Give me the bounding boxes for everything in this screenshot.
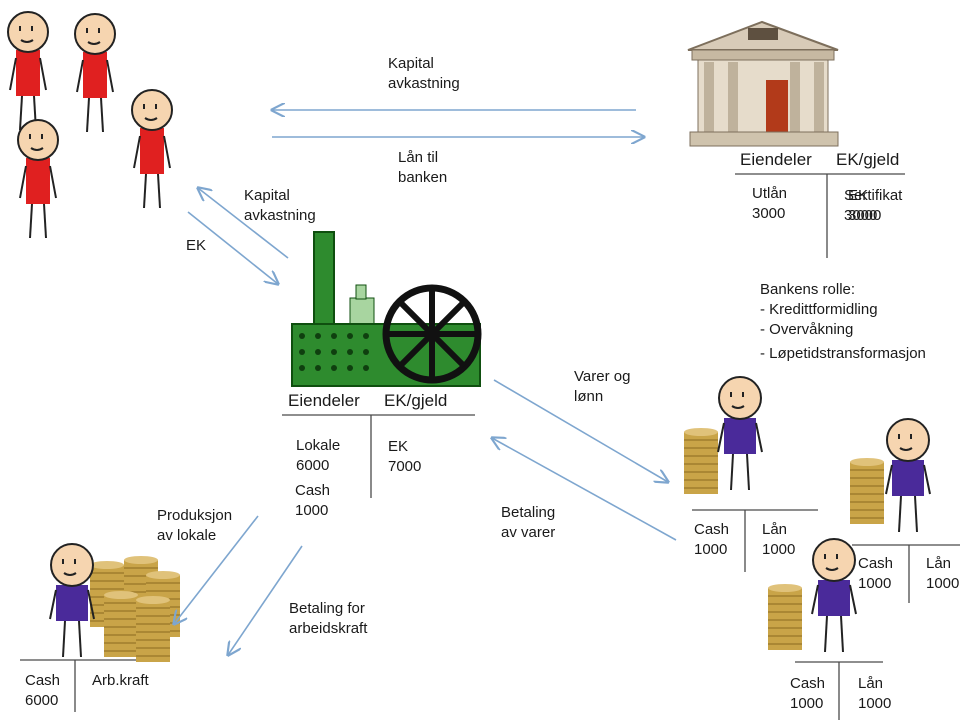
coin-stack-icon — [767, 583, 803, 651]
flow-label-ek: EK — [186, 237, 207, 254]
bank-icon — [687, 20, 839, 147]
coin-stack-icon — [89, 555, 181, 663]
flow-label-lan-til-banken: Lån til banken — [398, 149, 448, 186]
bank-role-item: - Løpetidstransformasjon — [760, 345, 926, 362]
factory-icon — [291, 231, 482, 387]
household-2-lan: Lån 1000 — [926, 555, 960, 592]
bank-role-item: - Kredittformidling — [760, 301, 878, 318]
person-icon — [717, 376, 763, 491]
household-1-cash: Cash 1000 — [694, 521, 730, 558]
flow-label-produksjon-av-lokale: Produksjon av lokale — [157, 507, 233, 544]
household-1-lan: Lån 1000 — [762, 521, 796, 558]
person-icon — [49, 543, 95, 658]
bank-sertifikat-value: Sertifikat 3000 — [844, 187, 903, 224]
household-3-lan: Lån 1000 — [858, 675, 892, 712]
household-left-cash: Cash 6000 — [25, 672, 61, 709]
coin-stack-icon — [683, 427, 719, 495]
flow-label-betaling-for-arbeidskraft: Betaling for arbeidskraft — [289, 600, 368, 637]
bank-role-box: Bankens rolle: - Kredittformidling - Ove… — [760, 280, 926, 364]
person-icon — [885, 418, 931, 533]
person-icon — [74, 13, 116, 133]
flow-label-kapital-avkastning-firm: Kapital avkastning — [244, 187, 316, 224]
household-2-cash: Cash 1000 — [858, 555, 894, 592]
person-icon — [17, 119, 59, 239]
firm-ekgjeld-header: EK/gjeld — [384, 391, 448, 410]
bank-ekgjeld-header: EK/gjeld — [836, 150, 900, 169]
household-left-arbkraft: Arb.kraft — [92, 672, 149, 689]
bank-role-item: - Overvåkning — [760, 321, 854, 338]
coin-stack-icon — [849, 457, 885, 525]
firm-ek-value: EK 7000 — [388, 438, 422, 475]
bank-eiendeler-header: Eiendeler — [740, 150, 812, 169]
person-icon — [131, 89, 173, 209]
person-icon — [811, 538, 857, 653]
firm-lokale-value: Lokale 6000 — [296, 437, 341, 474]
bank-utlan-value: Utlån 3000 — [752, 185, 788, 222]
bank-role-title: Bankens rolle: — [760, 281, 856, 298]
flow-label-kapital-avkastning-top: Kapital avkastning — [388, 55, 460, 92]
household-3-cash: Cash 1000 — [790, 675, 826, 712]
firm-eiendeler-header: Eiendeler — [288, 391, 360, 410]
bank-ek-overlap-value: EK 3000 — [848, 187, 882, 224]
person-icon — [7, 11, 49, 131]
firm-cash-value: Cash 1000 — [295, 482, 331, 519]
flow-label-betaling-av-varer: Betaling av varer — [501, 504, 556, 541]
flow-label-varer-og-lonn: Varer og lønn — [574, 368, 631, 405]
